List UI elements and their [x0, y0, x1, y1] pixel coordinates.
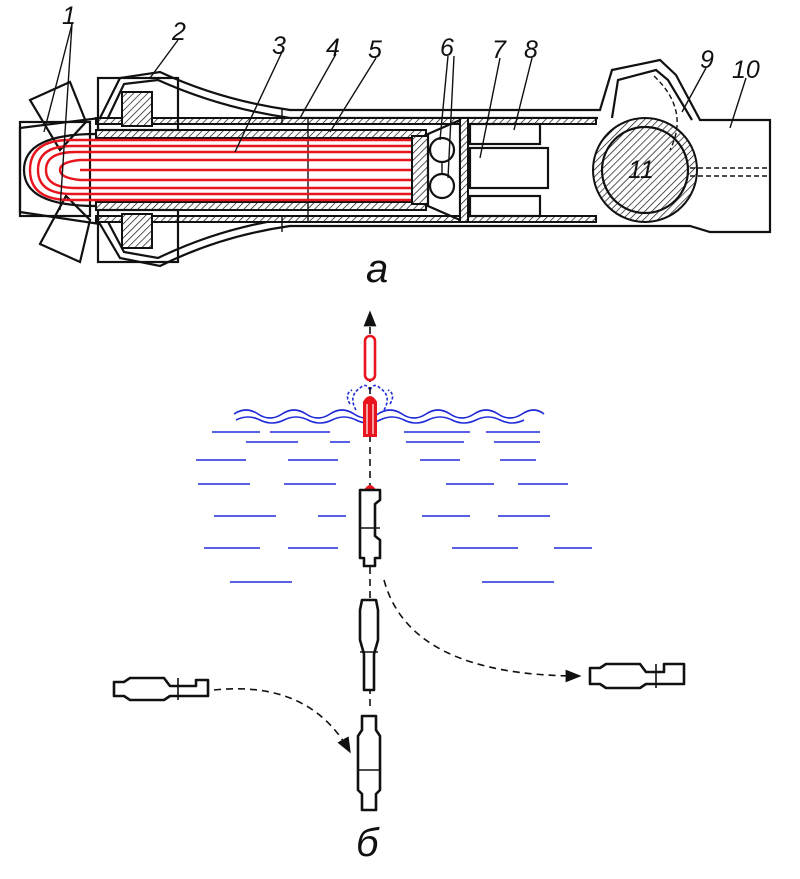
torpedo-horizontal-left	[112, 676, 210, 702]
water-surface	[233, 409, 545, 419]
rocket-breaking-surface	[363, 396, 377, 437]
torpedo-horizontal-right	[588, 662, 686, 690]
pressure-vessel	[592, 117, 698, 223]
callout-11: 11	[628, 156, 654, 184]
callout-leaders	[43, 23, 747, 211]
torpedo-stage-1	[358, 485, 382, 568]
splash	[346, 384, 394, 411]
compartment-7	[468, 146, 550, 190]
cross-section-a: 1 2 3 4 5 6 7 8 9 10 11 а	[18, 2, 772, 291]
motor-housing-upper	[96, 76, 180, 132]
callout-7: 7	[492, 36, 507, 64]
rocket-in-air	[363, 334, 377, 382]
motor-housing-lower	[96, 208, 180, 264]
callout-1: 1	[62, 2, 76, 30]
rocket-charge	[28, 138, 412, 202]
callout-5: 5	[368, 36, 382, 64]
launch-sequence-b: б	[112, 310, 686, 865]
torpedo-stage-2	[358, 598, 380, 692]
callout-10: 10	[732, 56, 760, 84]
water-lines	[196, 431, 592, 583]
callout-9: 9	[700, 46, 714, 74]
compartment-8-upper	[468, 122, 542, 146]
subfigure-label-b: б	[356, 821, 380, 865]
callout-8: 8	[524, 36, 538, 64]
compartment-8-lower	[468, 194, 542, 218]
hull-outline	[18, 58, 772, 268]
torpedo-stage-3	[356, 714, 382, 812]
callout-2: 2	[171, 18, 186, 46]
trajectory-exit	[383, 579, 582, 683]
callout-4: 4	[326, 34, 340, 62]
callout-6: 6	[440, 34, 454, 62]
nozzle-vane-lower	[38, 194, 92, 264]
callout-3: 3	[272, 32, 286, 60]
trajectory-entry	[213, 688, 351, 754]
nozzle-vane-upper	[28, 80, 88, 152]
subfigure-label-a: а	[366, 247, 388, 291]
gas-bottle-lower	[428, 172, 456, 200]
